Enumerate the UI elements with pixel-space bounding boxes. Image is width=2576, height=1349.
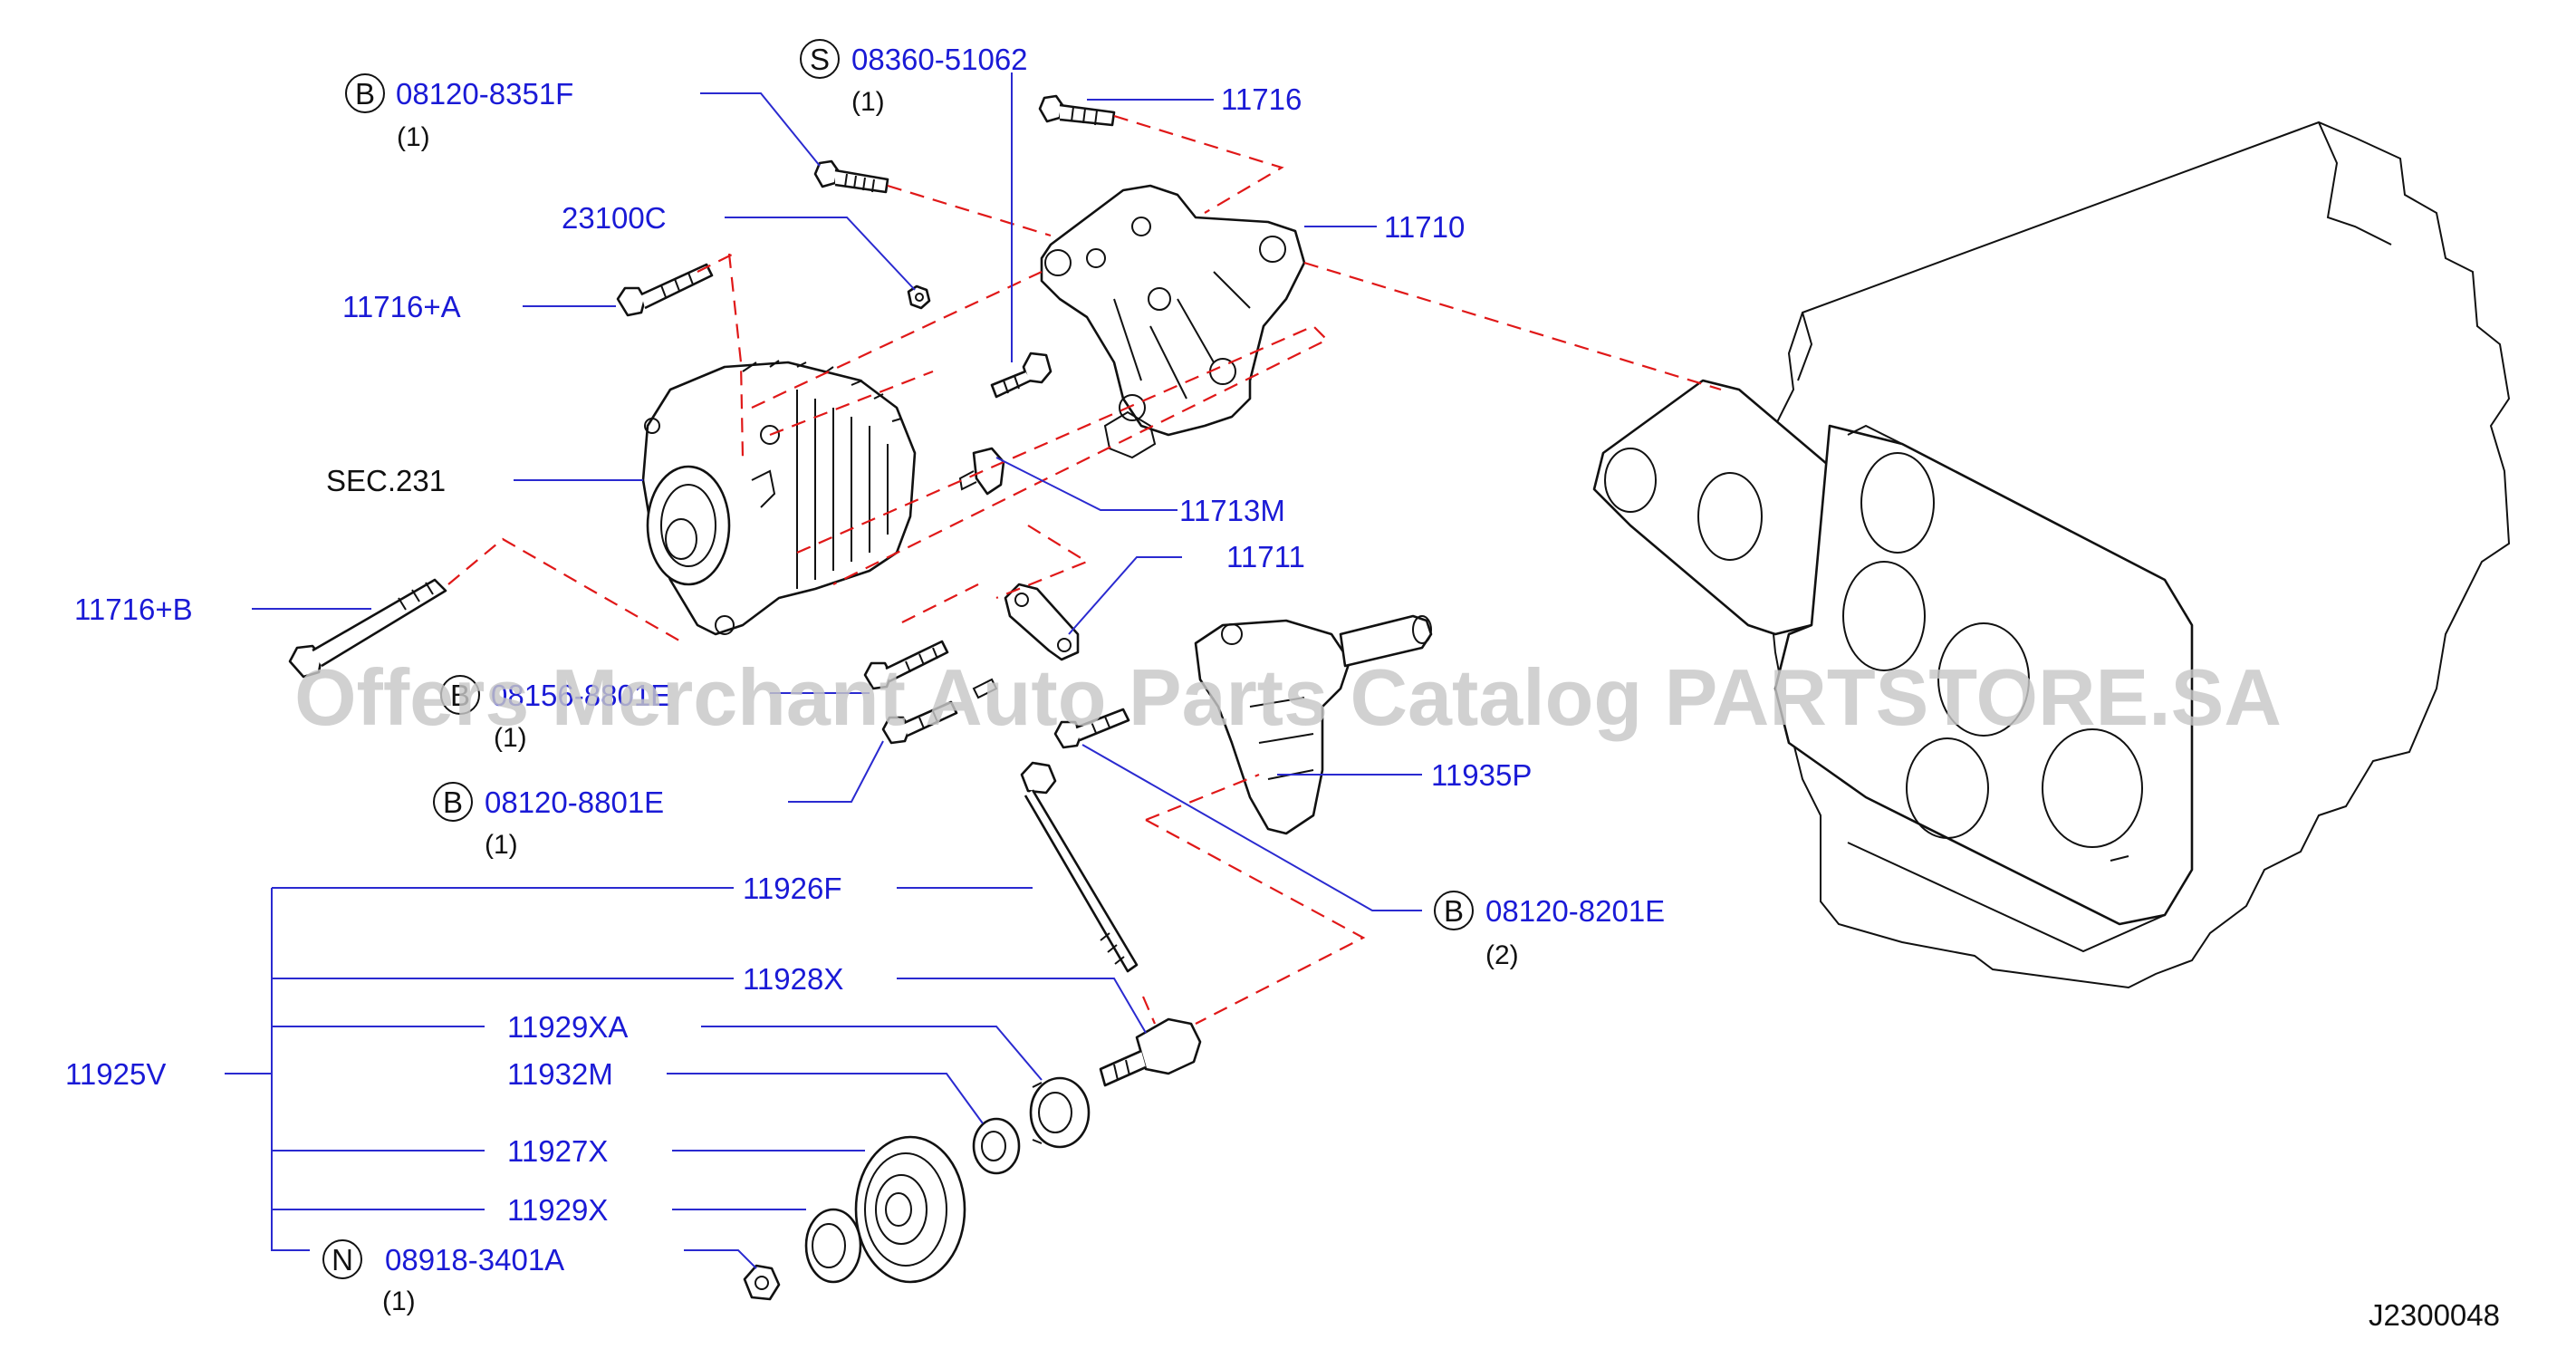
symbol-circle [1434,891,1474,930]
symbol-circle [433,782,473,822]
quantity-label: (1) [397,122,430,152]
alignment-lines [447,114,1722,1025]
label-symbol: B [450,679,470,712]
collar-11932m-drawing [972,1117,1021,1175]
symbol-circle [345,73,385,113]
bolt-8801e-drawing [881,700,958,745]
symbol-circle [440,675,480,715]
bracket-11711-drawing [1004,583,1080,661]
part-label-23100C[interactable]: 23100C [562,201,667,235]
symbol-circle [800,39,840,79]
quantity-label: (1) [485,830,518,860]
part-label-11710[interactable]: 11710 [1384,210,1465,244]
label-symbol: S [810,43,830,76]
label-symbol: B [355,77,375,111]
part-label-11925V[interactable]: 11925V [65,1057,166,1091]
washer-11929x-drawing [804,1208,862,1284]
bolt-8201e-drawing [1053,708,1130,749]
part-label-11929XA[interactable]: 11929XA [507,1010,628,1044]
quantity-label: (2) [1485,940,1519,970]
label-08156-8801E: B 08156-8801E (1) [440,675,670,753]
part-label-11926F[interactable]: 11926F [743,872,841,905]
pulley-11927x-drawing [854,1135,966,1284]
alternator-drawing [641,360,917,636]
bolt-11716a-drawing [616,263,714,317]
part-number-label[interactable]: 08120-8801E [485,785,664,819]
quantity-label: (1) [382,1286,416,1316]
part-number-label[interactable]: 08120-8351F [396,77,573,111]
leader-lines [225,72,1422,1269]
part-number-label[interactable]: 08360-51062 [851,43,1028,76]
bolt-11716b-drawing [288,578,447,679]
label-08918-3401A: N 08918-3401A (1) [322,1239,564,1316]
bolt-8351f-drawing [813,159,889,194]
part-label-11713M[interactable]: 11713M [1179,494,1285,527]
label-symbol: N [332,1243,353,1277]
label-symbol: B [443,785,463,819]
label-08120-8351F: B 08120-8351F (1) [345,73,573,152]
part-label-11928X[interactable]: 11928X [743,962,843,996]
section-reference-label[interactable]: SEC.231 [326,464,446,497]
symbol-circle [322,1239,362,1279]
quantity-label: (1) [494,723,527,753]
washer-11929xa-drawing [1029,1076,1091,1149]
quantity-label: (1) [851,87,885,117]
part-number-label[interactable]: 08120-8201E [1485,894,1665,928]
part-label-11711[interactable]: 11711 [1226,540,1305,573]
bolt-11926f-drawing [1020,761,1139,973]
part-number-label[interactable]: 08156-8801E [491,679,670,712]
label-08120-8201E: B 08120-8201E (2) [1434,891,1665,970]
engine-block-drawing [1592,120,2511,989]
part-label-11935P[interactable]: 11935P [1431,758,1532,792]
alternator-bracket-drawing [1040,184,1306,459]
screw-08360-drawing [990,352,1053,399]
part-label-11716B[interactable]: 11716+B [74,593,193,626]
part-label-11929X[interactable]: 11929X [507,1193,608,1227]
tensioner-drawing [1194,614,1433,835]
clip-11713m-drawing [958,447,1005,496]
part-label-11927X[interactable]: 11927X [507,1134,608,1168]
label-08120-8801E: B 08120-8801E (1) [433,782,664,860]
nut-23100c-drawing [907,284,931,310]
label-08360-51062: S 08360-51062 (1) [800,39,1028,117]
part-label-11716A[interactable]: 11716+A [342,290,461,323]
diagram-code: J2300048 [2369,1298,2500,1332]
watermark-text: Offers Merchant Auto Parts Catalog PARTS… [294,652,2282,742]
part-label-11716[interactable]: 11716 [1221,82,1302,116]
label-symbol: B [1444,894,1464,928]
part-label-11932M[interactable]: 11932M [507,1057,613,1091]
nut-08918-drawing [743,1264,781,1301]
bolt-08156-drawing [863,640,998,699]
part-number-label[interactable]: 08918-3401A [385,1243,564,1277]
spacer-11928x-drawing [1099,1017,1202,1087]
bolt-11716-drawing [1038,94,1116,127]
